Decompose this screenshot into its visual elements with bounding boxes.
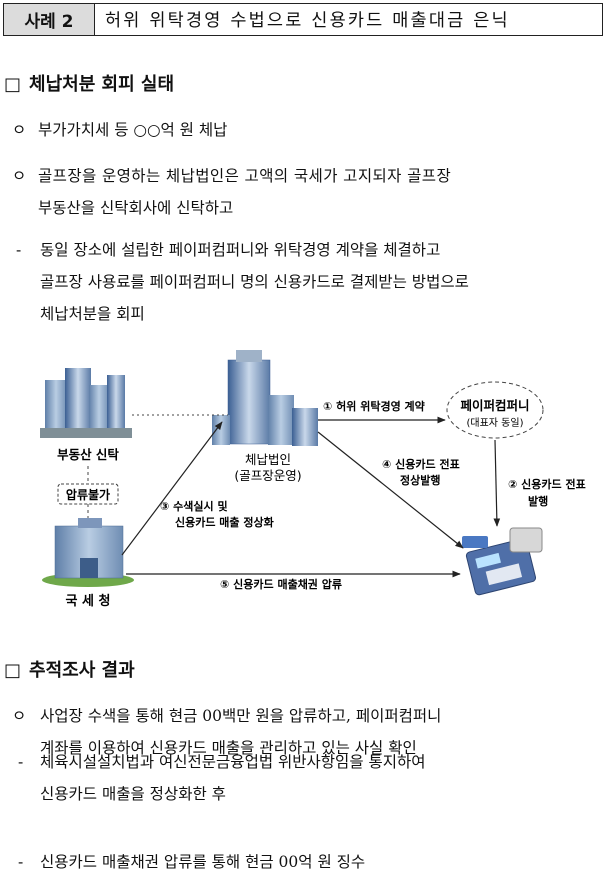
paper-company-sublabel: (대표자 동일) <box>467 417 524 429</box>
corporation-label: 체납법인 <box>245 452 291 467</box>
arrow5-label: ⑤ 신용카드 매출채권 압류 <box>220 577 342 591</box>
section1-heading: □ 체납처분 회피 실태 <box>4 70 174 96</box>
square-bullet-icon: □ <box>4 74 22 95</box>
section1-item-3: 동일 장소에 설립한 페이퍼컴퍼니와 위탁경영 계약을 체결하고 골프장 사용료… <box>40 234 606 330</box>
case-number: 사례 2 <box>4 4 95 35</box>
arrow2-label-2: 발행 <box>528 494 548 508</box>
card-terminal-icon <box>462 527 543 596</box>
section2-heading: □ 추적조사 결과 <box>4 656 135 682</box>
paragraph-line: 골프장 사용료를 페이퍼컴퍼니 명의 신용카드로 결제받는 방법으로 <box>40 273 469 291</box>
arrow3-label: ③ 수색실시 및 <box>160 499 228 513</box>
square-bullet-icon: □ <box>4 660 22 681</box>
dash-marker: - <box>16 241 22 259</box>
section1-heading-text: 체납처분 회피 실태 <box>29 74 175 95</box>
section1-item-2: 골프장을 운영하는 체납법인은 고액의 국세가 고지되자 골프장 부동산을 신탁… <box>38 160 604 224</box>
paragraph-line: 부동산을 신탁회사에 신탁하고 <box>38 199 234 217</box>
arrow4-label: ④ 신용카드 전표 <box>382 457 460 471</box>
arrow1-label: ① 허위 위탁경영 계약 <box>323 399 425 413</box>
paragraph-line: 부가가치세 등 ○○억 원 체납 <box>38 121 228 139</box>
city-buildings-icon <box>40 368 132 438</box>
section1-item-1: 부가가치세 등 ○○억 원 체납 <box>38 114 604 146</box>
bullet-marker: ㅇ <box>12 121 27 139</box>
section2-item-2: 체육시설설치법과 여신전문금융업법 위반사항임을 통지하여 신용카드 매출을 정… <box>40 746 606 810</box>
paragraph-line: 골프장을 운영하는 체납법인은 고액의 국세가 고지되자 골프장 <box>38 167 452 185</box>
case-title: 허위 위탁경영 수법으로 신용카드 매출대금 은닉 <box>105 11 510 31</box>
seizure-blocked-badge <box>57 483 119 505</box>
dash-marker: - <box>18 853 24 871</box>
paper-company-oval <box>446 381 544 439</box>
case-title-box: 사례 2 허위 위탁경영 수법으로 신용카드 매출대금 은닉 <box>3 3 603 36</box>
dash-marker: - <box>18 753 24 771</box>
section2-item-1: 사업장 수색을 통해 현금 00백만 원을 압류하고, 페이퍼컴퍼니 계좌를 이… <box>40 700 606 764</box>
arrow3-label-2: 신용카드 매출 정상화 <box>175 515 274 529</box>
arrow4-label-2: 정상발행 <box>400 473 440 487</box>
section2-item-3: 신용카드 매출채권 압류를 통해 현금 00억 원 징수 <box>40 846 606 878</box>
tax-office-building-icon <box>42 518 134 587</box>
arrow2-label: ② 신용카드 전표 <box>508 477 586 491</box>
bullet-marker: ㅇ <box>12 167 27 185</box>
section2-heading-text: 추적조사 결과 <box>29 660 135 681</box>
seizure-blocked-label: 압류불가 <box>66 487 110 502</box>
paragraph-line: 체납처분을 회피 <box>40 305 145 323</box>
paragraph-line: 동일 장소에 설립한 페이퍼컴퍼니와 위탁경영 계약을 체결하고 <box>40 241 441 259</box>
nts-label: 국 세 청 <box>66 593 111 609</box>
delinquent-corporation-building-icon <box>212 350 318 446</box>
paper-company-label: 페이퍼컴퍼니 <box>460 398 529 413</box>
paragraph-line: 신용카드 매출을 정상화한 후 <box>40 785 226 803</box>
paragraph-line: 신용카드 매출채권 압류를 통해 현금 00억 원 징수 <box>40 853 366 871</box>
paragraph-line: 계좌를 이용하여 신용카드 매출을 관리하고 있는 사실 확인 <box>40 739 417 757</box>
paragraph-line: 사업장 수색을 통해 현금 00백만 원을 압류하고, 페이퍼컴퍼니 <box>40 707 442 725</box>
paragraph-line: 체육시설설치법과 여신전문금융업법 위반사항임을 통지하여 <box>40 753 426 771</box>
real-estate-label: 부동산 신탁 <box>57 447 119 462</box>
bullet-marker: ㅇ <box>12 707 27 725</box>
scheme-diagram: 부동산 신탁 압류불가 국 세 청 체납법인 (골프장운영) 페이퍼컴퍼니 (대… <box>40 350 586 609</box>
corporation-sublabel: (골프장운영) <box>234 468 301 483</box>
